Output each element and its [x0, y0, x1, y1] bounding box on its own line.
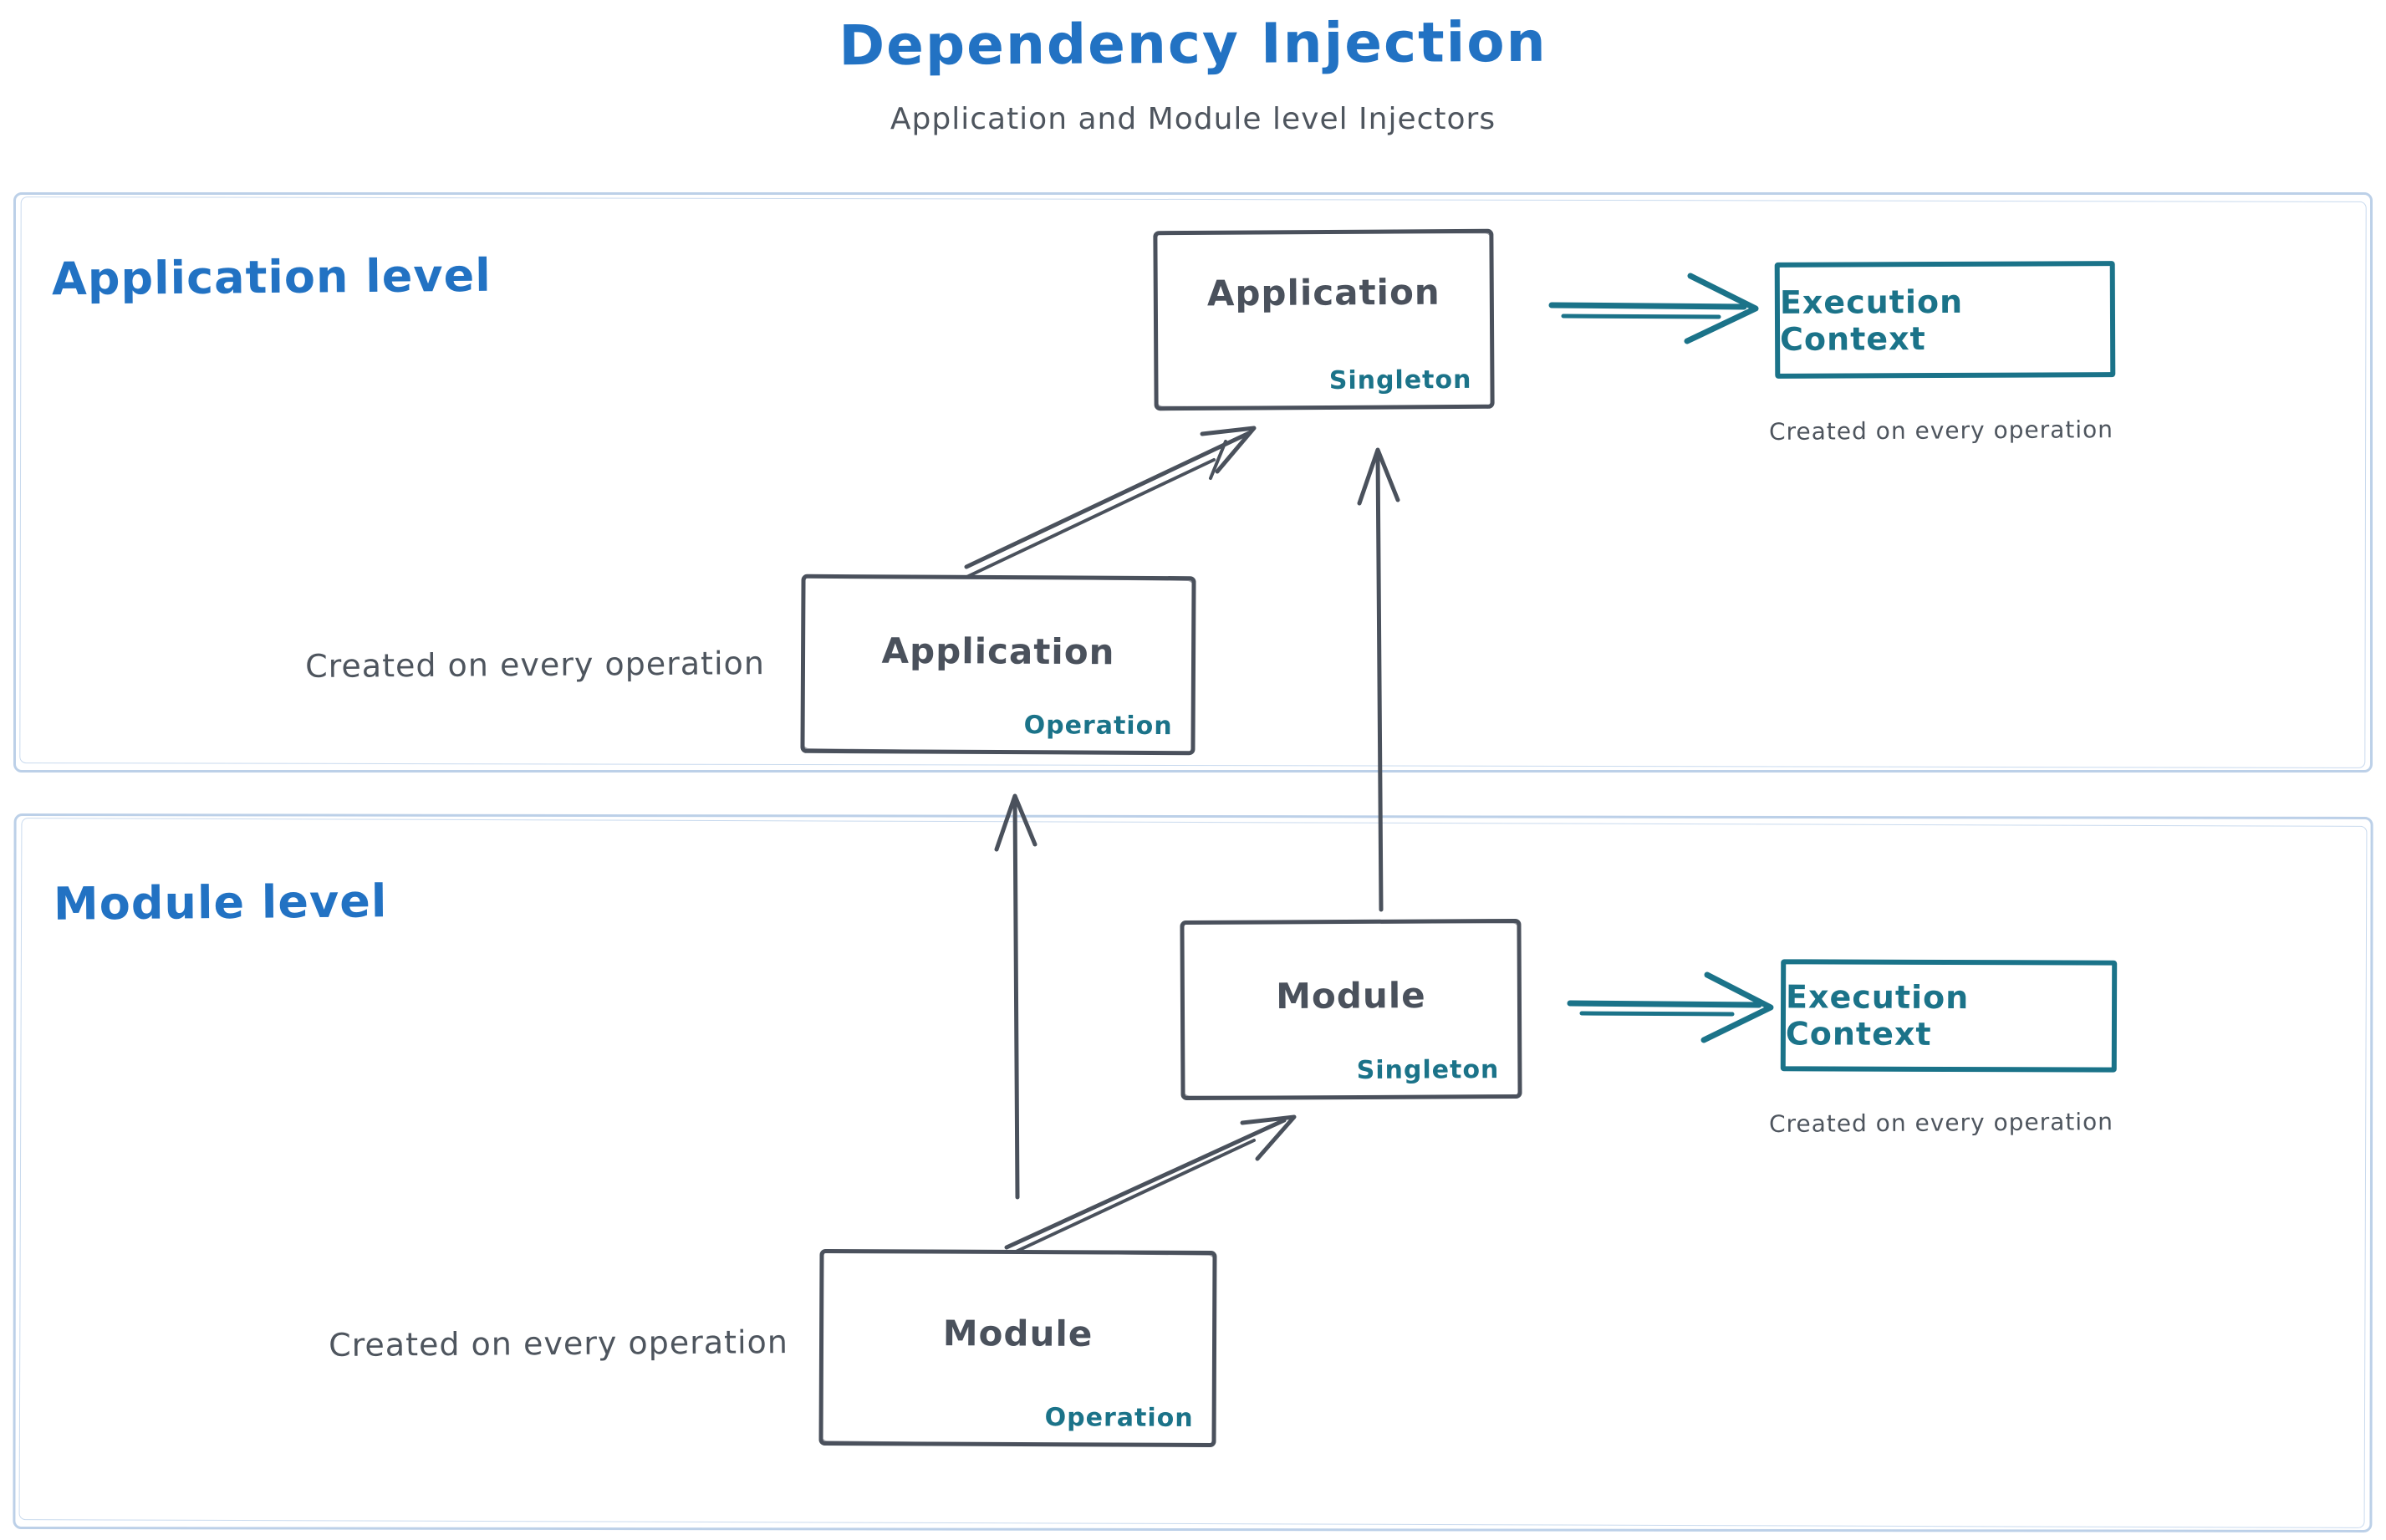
node-title: Module [942, 1312, 1094, 1354]
node-badge-singleton: Singleton [1356, 1055, 1500, 1085]
node-module-singleton: Module Singleton [1180, 918, 1522, 1101]
node-title: Application [1206, 271, 1440, 314]
caption-exec-context-application: Created on every operation [1768, 416, 2114, 446]
exec-context-application: Execution Context [1774, 261, 2116, 379]
application-level-container [13, 192, 2373, 773]
page-subtitle: Application and Module level Injectors [890, 102, 1496, 136]
exec-context-module: Execution Context [1780, 959, 2118, 1073]
node-badge-operation: Operation [1023, 711, 1173, 742]
exec-context-label: Execution Context [1785, 978, 1970, 1053]
module-level-label: Module level [53, 875, 388, 931]
node-badge-singleton: Singleton [1328, 365, 1472, 395]
node-application-operation: Application Operation [800, 574, 1196, 756]
application-level-label: Application level [51, 248, 492, 306]
caption-app-operation: Created on every operation [304, 645, 766, 685]
node-module-operation: Module Operation [818, 1248, 1217, 1448]
node-badge-operation: Operation [1044, 1403, 1194, 1433]
page-title: Dependency Injection [839, 9, 1547, 79]
node-application-singleton: Application Singleton [1153, 228, 1495, 411]
caption-module-operation: Created on every operation [328, 1323, 789, 1364]
node-title: Module [1276, 975, 1426, 1017]
node-title: Application [881, 630, 1115, 672]
exec-context-label: Execution Context [1779, 283, 1964, 358]
caption-exec-context-module: Created on every operation [1768, 1108, 2114, 1138]
